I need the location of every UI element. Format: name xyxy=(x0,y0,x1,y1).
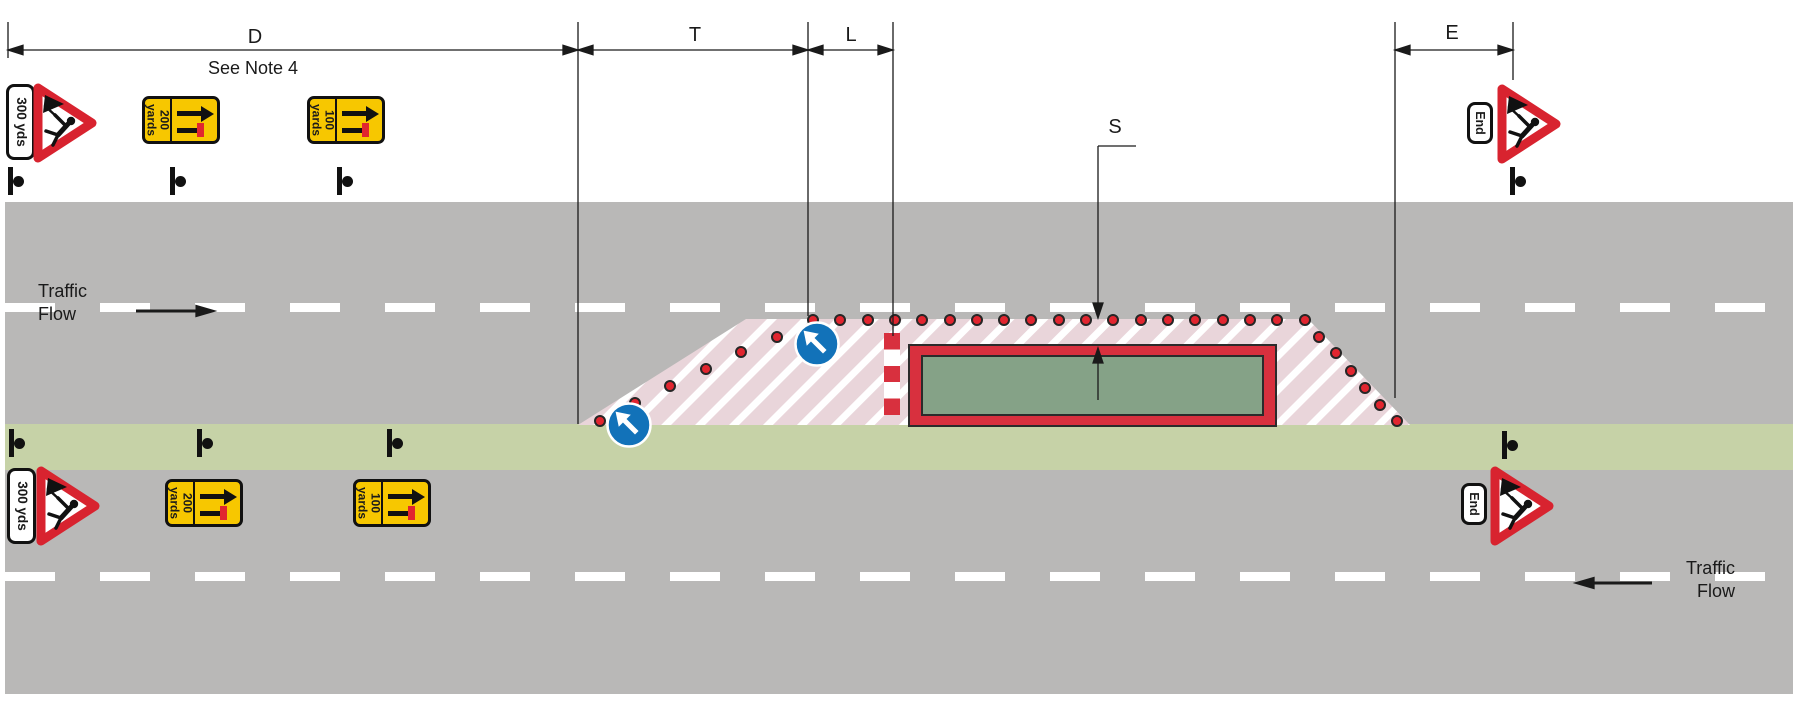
distance-plate-300yds: 300 yds xyxy=(7,468,36,544)
traffic-cone xyxy=(944,314,956,326)
traffic-cone xyxy=(1330,347,1342,359)
sign-post xyxy=(1510,167,1527,195)
working-space-interior xyxy=(921,355,1264,416)
sign-post xyxy=(1502,431,1519,459)
traffic-cone xyxy=(1107,314,1119,326)
traffic-cone xyxy=(1135,314,1147,326)
traffic-cone xyxy=(916,314,928,326)
sign-post xyxy=(337,167,354,195)
closed-lane-bar-icon xyxy=(388,511,409,516)
traffic-cone xyxy=(834,314,846,326)
traffic-cone xyxy=(1391,415,1403,427)
traffic-cone xyxy=(1359,382,1371,394)
sign-post xyxy=(8,167,25,195)
traffic-cone xyxy=(1313,331,1325,343)
working-space-vehicle xyxy=(908,344,1277,427)
closed-lane-bar-icon xyxy=(177,128,198,133)
dimension-label-s: S xyxy=(1108,116,1122,138)
traffic-cone xyxy=(664,380,676,392)
open-lane-arrow-icon xyxy=(177,111,203,116)
dimension-label-t: T xyxy=(688,24,702,46)
traffic-cone xyxy=(1189,314,1201,326)
dimension-label-l: L xyxy=(845,24,857,46)
open-lane-arrow-icon xyxy=(342,111,368,116)
traffic-cone xyxy=(1080,314,1092,326)
centre-line-top xyxy=(5,303,1793,312)
traffic-cone xyxy=(1271,314,1283,326)
lane-closure-sign-100yards: 100 yards xyxy=(307,96,385,144)
traffic-cone xyxy=(889,314,901,326)
traffic-cone xyxy=(1053,314,1065,326)
traffic-cone xyxy=(1244,314,1256,326)
open-lane-arrow-icon xyxy=(388,494,414,499)
centre-line-bottom xyxy=(5,572,1793,581)
traffic-cone xyxy=(998,314,1010,326)
traffic-flow-label-bottom: Traffic Flow xyxy=(1685,558,1735,602)
sign-post xyxy=(197,429,214,457)
sign-post xyxy=(387,429,404,457)
lane-closure-sign-100yards: 100 yards xyxy=(353,479,431,527)
dimension-label-e: E xyxy=(1445,22,1459,44)
open-lane-arrow-icon xyxy=(200,494,226,499)
sign-post xyxy=(170,167,187,195)
traffic-cone xyxy=(1299,314,1311,326)
lane-closure-sign-200yards: 200 yards xyxy=(165,479,243,527)
closed-lane-bar-icon xyxy=(342,128,363,133)
end-plate: End xyxy=(1467,102,1493,144)
traffic-cone xyxy=(1162,314,1174,326)
dimension-label-d: D xyxy=(247,26,263,48)
traffic-flow-label-top: Traffic Flow xyxy=(38,281,88,325)
roadworks-warning-sign xyxy=(36,464,100,548)
lane-closure-sign-200yards: 200 yards xyxy=(142,96,220,144)
traffic-cone xyxy=(700,363,712,375)
dimension-note-d: See Note 4 xyxy=(207,58,299,78)
traffic-cone xyxy=(594,415,606,427)
central-reserve xyxy=(5,424,1793,470)
traffic-cone xyxy=(1217,314,1229,326)
traffic-cone xyxy=(1374,399,1386,411)
closed-lane-bar-icon xyxy=(200,511,221,516)
roadworks-end-sign xyxy=(1490,464,1554,548)
red-white-marker-post xyxy=(884,333,900,415)
traffic-cone xyxy=(862,314,874,326)
traffic-cone xyxy=(771,331,783,343)
traffic-cone xyxy=(1345,365,1357,377)
roadworks-end-sign xyxy=(1497,82,1561,166)
roadworks-warning-sign xyxy=(33,81,97,165)
traffic-cone xyxy=(1025,314,1037,326)
distance-plate-300yds: 300 yds xyxy=(6,84,35,160)
traffic-cone xyxy=(971,314,983,326)
sign-post xyxy=(9,429,26,457)
end-plate: End xyxy=(1461,483,1487,525)
traffic-cone xyxy=(735,346,747,358)
